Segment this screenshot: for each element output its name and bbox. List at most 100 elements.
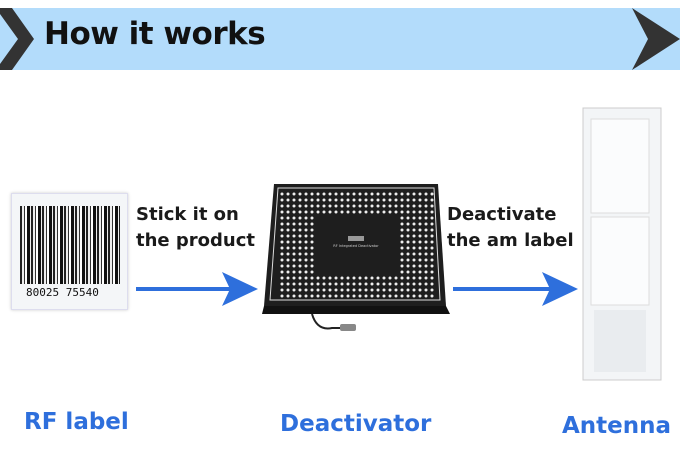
deactivator-dot	[424, 198, 428, 202]
deactivator-dot	[310, 228, 314, 232]
deactivator-dot	[298, 210, 302, 214]
deactivator-dot	[382, 204, 386, 208]
deactivator-dot	[430, 240, 434, 244]
deactivator-dot	[418, 294, 422, 298]
deactivator-dot	[424, 228, 428, 232]
deactivator-dot	[358, 288, 362, 292]
deactivator-dot	[424, 234, 428, 238]
deactivator-dot	[328, 288, 332, 292]
arrows	[136, 272, 578, 306]
arrow-caption-1: Stick it on the product	[136, 202, 255, 254]
deactivator-dot	[280, 222, 284, 226]
deactivator-dot	[400, 276, 404, 280]
deactivator-dot	[406, 204, 410, 208]
deactivator-dot	[370, 282, 374, 286]
deactivator-dot	[340, 204, 344, 208]
deactivator-dot	[370, 276, 374, 280]
caption-line: Stick it on	[136, 204, 239, 225]
deactivator-dot	[304, 282, 308, 286]
deactivator-dot	[358, 276, 362, 280]
deactivator-dot	[424, 216, 428, 220]
deactivator-dot	[286, 246, 290, 250]
deactivator-dot	[370, 198, 374, 202]
deactivator-dot	[304, 276, 308, 280]
deactivator-dot	[292, 276, 296, 280]
deactivator-dot	[316, 282, 320, 286]
deactivator-dot	[292, 198, 296, 202]
deactivator-dot	[298, 240, 302, 244]
deactivator-dot	[298, 282, 302, 286]
deactivator-dot	[364, 288, 368, 292]
barcode	[20, 206, 120, 284]
deactivator-dot	[310, 192, 314, 196]
deactivator-dot	[418, 198, 422, 202]
deactivator-dot	[280, 210, 284, 214]
deactivator-dot	[310, 282, 314, 286]
deactivator-dot	[430, 222, 434, 226]
deactivator-dot	[346, 198, 350, 202]
deactivator-dot	[328, 198, 332, 202]
deactivator-dot	[412, 252, 416, 256]
deactivator-dot	[412, 240, 416, 244]
deactivator-dot	[298, 192, 302, 196]
deactivator-dot	[280, 204, 284, 208]
deactivator-dot	[298, 276, 302, 280]
deactivator-dot	[292, 216, 296, 220]
deactivator-dot	[412, 288, 416, 292]
deactivator-dot	[388, 288, 392, 292]
deactivator-dot	[292, 240, 296, 244]
deactivator-dot	[286, 276, 290, 280]
deactivator-dot	[364, 276, 368, 280]
deactivator-dot	[280, 234, 284, 238]
deactivator-dot	[292, 246, 296, 250]
deactivator-dot	[304, 234, 308, 238]
deactivator-dot	[334, 276, 338, 280]
deactivator-dot	[334, 210, 338, 214]
deactivator-dot	[310, 216, 314, 220]
deactivator-dot	[304, 228, 308, 232]
deactivator-dot	[298, 246, 302, 250]
deactivator-dot	[418, 288, 422, 292]
deactivator-dot	[364, 192, 368, 196]
deactivator-dot	[322, 210, 326, 214]
deactivator-dot	[424, 246, 428, 250]
deactivator-dot	[286, 216, 290, 220]
deactivator-dot	[388, 276, 392, 280]
deactivator-dot	[280, 228, 284, 232]
deactivator-dot	[280, 294, 284, 298]
deactivator-dot	[292, 282, 296, 286]
deactivator-dot	[406, 210, 410, 214]
deactivator-dot	[412, 192, 416, 196]
deactivator-dot	[430, 204, 434, 208]
deactivator-dot	[430, 252, 434, 256]
deactivator-dot	[394, 276, 398, 280]
deactivator-dot	[322, 276, 326, 280]
deactivator-dot	[286, 270, 290, 274]
deactivator-dot	[418, 258, 422, 262]
deactivator-dot	[400, 282, 404, 286]
deactivator-dot	[370, 294, 374, 298]
deactivator-dot	[424, 294, 428, 298]
deactivator-dot	[322, 282, 326, 286]
deactivator-dot	[388, 204, 392, 208]
deactivator-dot	[424, 192, 428, 196]
deactivator-dot	[424, 264, 428, 268]
deactivator-dot	[310, 270, 314, 274]
arrow-caption-2: Deactivate the am label	[447, 202, 574, 254]
deactivator-dot	[340, 210, 344, 214]
deactivator-dot	[286, 240, 290, 244]
deactivator-dot	[352, 294, 356, 298]
deactivator-dot	[334, 204, 338, 208]
deactivator-dot	[286, 204, 290, 208]
deactivator-dot	[304, 216, 308, 220]
deactivator-dot	[298, 288, 302, 292]
deactivator-dot	[406, 270, 410, 274]
deactivator-dot	[358, 204, 362, 208]
deactivator-dot	[334, 282, 338, 286]
deactivator-dot	[412, 264, 416, 268]
deactivator-dot	[400, 294, 404, 298]
deactivator-dot	[304, 204, 308, 208]
deactivator-dot	[304, 252, 308, 256]
deactivator-dot	[364, 294, 368, 298]
deactivator-dot	[334, 294, 338, 298]
